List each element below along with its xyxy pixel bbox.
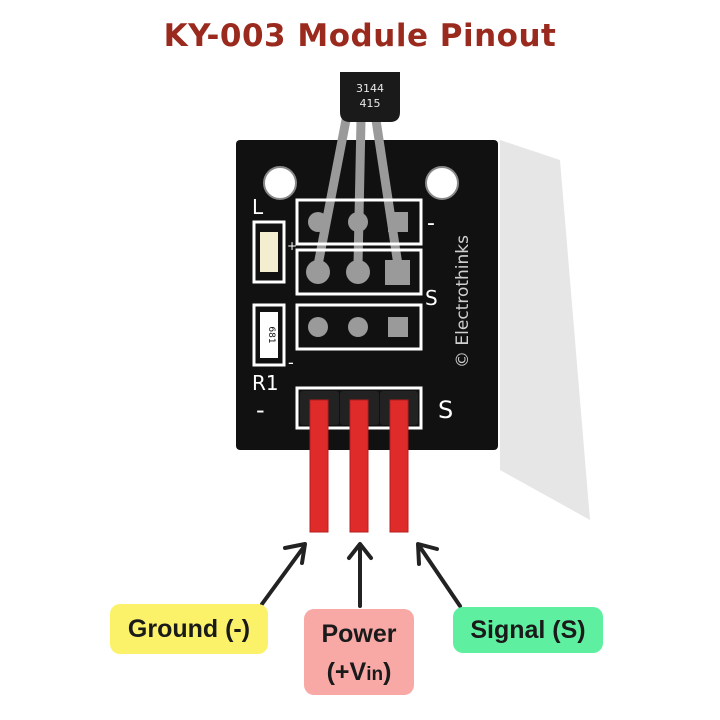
power-label: Power (+Vin) (304, 609, 414, 695)
sensor-marking-1: 3144 (356, 82, 384, 95)
hall-sensor-body (340, 72, 400, 122)
ground-label: Ground (-) (110, 604, 268, 654)
sensor-leg-1 (313, 115, 351, 270)
resistor-outline (252, 303, 286, 367)
page-title: KY-003 Module Pinout (163, 18, 557, 54)
power-vin-subscript: in (366, 664, 384, 685)
arrow-signal-head (416, 542, 439, 566)
power-vin-suffix: ) (383, 658, 392, 686)
resistor-minus-mark: - (288, 353, 294, 372)
pad-2-2 (346, 260, 370, 284)
led-plus-mark: + (287, 239, 297, 253)
led-label: L (252, 195, 264, 219)
board-shadow (500, 140, 590, 520)
arrow-ground (260, 546, 305, 606)
pad-minus-mark: - (427, 211, 435, 236)
power-vin-prefix: (+V (326, 658, 367, 686)
pad-1-2 (348, 212, 368, 232)
arrow-ground-head (283, 542, 307, 565)
pad-3-2 (348, 317, 368, 337)
header-signal-mark: S (438, 396, 453, 424)
arrow-signal (418, 545, 462, 608)
sensor-marking-2: 415 (360, 97, 381, 110)
resistor-value: 681 (266, 326, 276, 343)
sensor-leg-2 (353, 115, 366, 270)
mounting-hole-left (263, 166, 297, 200)
power-label-line1: Power (321, 620, 397, 648)
resistor-label: R1 (252, 371, 279, 395)
header-minus-mark: - (256, 396, 265, 424)
pin-signal (389, 399, 409, 533)
led-body (260, 232, 278, 272)
mounting-hole-right (425, 166, 459, 200)
pad-1-1 (308, 212, 328, 232)
pad-signal-mark: S (425, 286, 438, 310)
power-label-line2: (+Vin) (304, 653, 414, 694)
pad-2-1 (306, 260, 330, 284)
pad-1-3 (388, 212, 408, 232)
arrow-power-head (347, 542, 373, 560)
pad-row-2 (295, 248, 423, 296)
pad-3-3 (388, 317, 408, 337)
pad-2-3 (385, 260, 410, 285)
signal-label: Signal (S) (453, 607, 603, 653)
watermark: © Electrothinks (453, 235, 473, 368)
resistor-body (260, 312, 278, 358)
sensor-leg-3 (371, 115, 403, 270)
arrows (260, 542, 462, 608)
pad-3-1 (308, 317, 328, 337)
pad-row-1 (295, 198, 423, 246)
pin-ground (309, 399, 329, 533)
pin-power (349, 399, 369, 533)
led-outline (252, 220, 286, 284)
pad-row-3 (295, 303, 423, 351)
